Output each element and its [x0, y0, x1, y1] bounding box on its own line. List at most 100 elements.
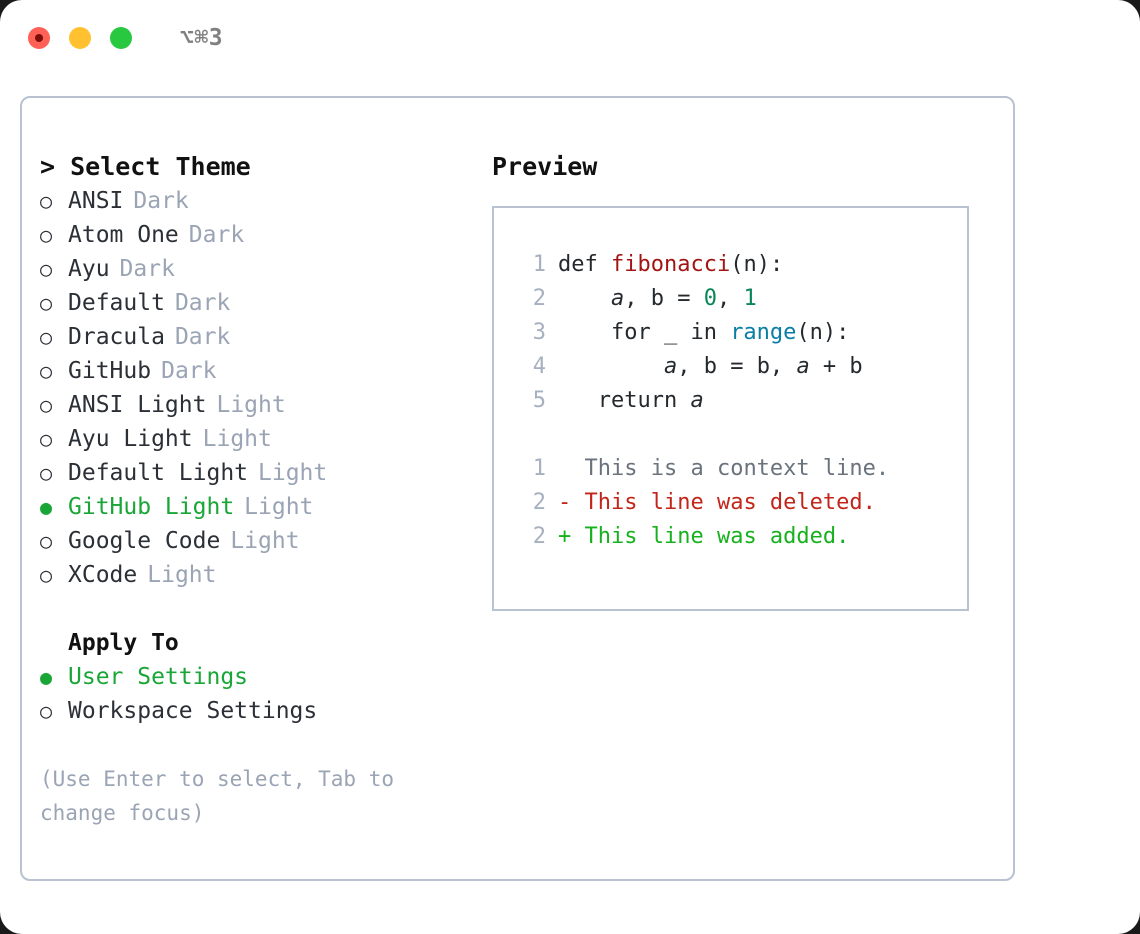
code-token: [558, 286, 611, 311]
radio-unselected-icon: ○: [40, 427, 53, 451]
diff-marker: [558, 452, 585, 486]
theme-option-ayu-light[interactable]: ○ Ayu Light Light: [40, 422, 492, 456]
diff-line: 1 This is a context line.: [512, 452, 967, 486]
code-line-number: 5: [532, 388, 546, 413]
radio-unselected-icon: ○: [40, 291, 53, 315]
radio-selected-icon: ●: [40, 665, 53, 689]
theme-option-label: ANSI: [68, 188, 124, 214]
theme-option-ansi-light[interactable]: ○ ANSI Light Light: [40, 388, 492, 422]
code-token: , b = b,: [677, 354, 797, 379]
radio-unselected-icon: ○: [40, 223, 53, 247]
theme-option-kind: Light: [244, 494, 314, 520]
code-line-number: 3: [532, 320, 546, 345]
theme-option-label: GitHub Light: [68, 494, 235, 520]
diff-line-text: This is a context line.: [584, 456, 890, 481]
diff-block: 1 This is a context line.2- This line wa…: [512, 452, 967, 554]
theme-option-kind: Dark: [119, 256, 175, 282]
radio-unselected-icon: ○: [40, 189, 53, 213]
apply-to-heading: Apply To: [68, 630, 179, 656]
code-token: =: [663, 286, 704, 311]
radio-unselected-icon: ○: [40, 359, 53, 383]
code-token: return: [558, 388, 691, 413]
theme-option-label: Ayu Light: [68, 426, 193, 452]
code-line: 5 return a: [512, 384, 967, 418]
title-bar: ⌥⌘3: [0, 0, 1140, 76]
theme-option-label: XCode: [68, 562, 138, 588]
theme-option-kind: Light: [258, 460, 328, 486]
diff-marker: -: [558, 490, 585, 515]
code-token: ,: [716, 286, 744, 311]
theme-option-kind: Light: [202, 426, 272, 452]
theme-option-label: ANSI Light: [68, 392, 207, 418]
apply-to-option-label: Workspace Settings: [68, 698, 318, 724]
radio-unselected-icon: ○: [40, 529, 53, 553]
code-token: 1: [743, 286, 757, 311]
theme-option-label: GitHub: [68, 358, 152, 384]
diff-line-text: This line was deleted.: [584, 490, 876, 515]
theme-option-label: Default Light: [68, 460, 249, 486]
code-line-text: a, b = b, a + b: [558, 350, 863, 384]
code-token: a: [663, 354, 678, 379]
radio-unselected-icon: ○: [40, 325, 53, 349]
diff-line-number: 1: [532, 456, 546, 481]
close-button[interactable]: [28, 27, 50, 49]
code-token: a: [610, 286, 625, 311]
theme-option-label: Atom One: [68, 222, 179, 248]
apply-to-option-workspace-settings[interactable]: ○ Workspace Settings: [40, 694, 492, 728]
code-token: range: [730, 320, 797, 345]
diff-line-text: This line was added.: [584, 524, 850, 549]
window-controls: [28, 27, 132, 49]
apply-to-list: ● User Settings ○ Workspace Settings: [40, 660, 492, 728]
code-line-number: 1: [532, 252, 546, 277]
theme-option-label: Default: [68, 290, 165, 316]
code-token: fibonacci: [610, 252, 731, 277]
code-token: ,: [624, 286, 651, 311]
theme-option-kind: Dark: [161, 358, 217, 384]
code-line: 4 a, b = b, a + b: [512, 350, 967, 384]
apply-to-option-label: User Settings: [68, 664, 249, 690]
code-token: b: [650, 286, 664, 311]
theme-option-kind: Light: [147, 562, 217, 588]
code-token: def: [558, 252, 611, 277]
diff-marker: +: [558, 524, 585, 549]
diff-line-number: 2: [532, 490, 546, 515]
radio-unselected-icon: ○: [40, 699, 53, 723]
code-line-text: a, b = 0, 1: [558, 282, 757, 316]
code-line: 2 a, b = 0, 1: [512, 282, 967, 316]
code-token: for _ in: [558, 320, 731, 345]
diff-line: 2+ This line was added.: [512, 520, 967, 554]
radio-unselected-icon: ○: [40, 393, 53, 417]
minimize-button[interactable]: [69, 27, 91, 49]
preview-heading: Preview: [492, 152, 598, 181]
apply-to-option-user-settings[interactable]: ● User Settings: [40, 660, 492, 694]
code-token: [558, 354, 664, 379]
code-token: a: [796, 354, 810, 379]
code-token: a: [690, 388, 704, 413]
theme-option-kind: Light: [216, 392, 286, 418]
theme-option-github[interactable]: ○ GitHub Dark: [40, 354, 492, 388]
maximize-button[interactable]: [110, 27, 132, 49]
theme-option-kind: Dark: [133, 188, 189, 214]
code-line-number: 2: [532, 286, 546, 311]
diff-line: 2- This line was deleted.: [512, 486, 967, 520]
keyboard-hint-text: (Use Enter to select, Tab to change focu…: [40, 767, 407, 825]
select-theme-heading: > Select Theme: [40, 152, 251, 181]
code-line: 3 for _ in range(n):: [512, 316, 967, 350]
theme-option-label: Ayu: [68, 256, 110, 282]
theme-option-ansi[interactable]: ○ ANSI Dark: [40, 184, 492, 218]
code-token: (n):: [796, 320, 850, 345]
